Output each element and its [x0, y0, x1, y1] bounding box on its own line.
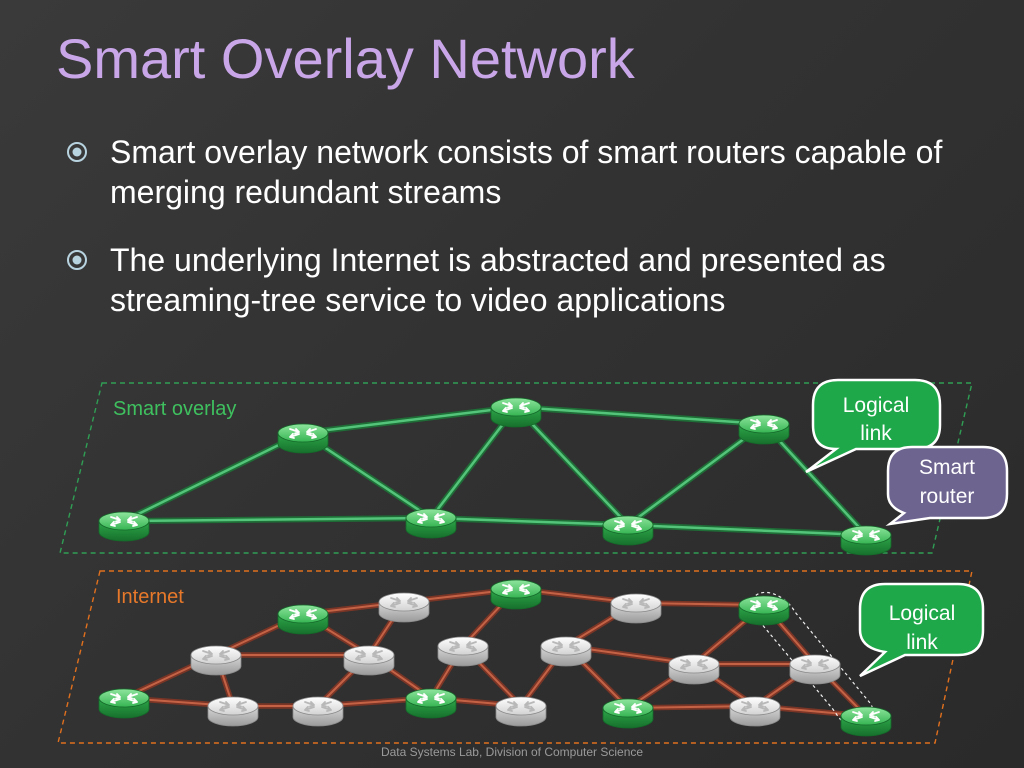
smart-router-icon	[738, 414, 790, 445]
callout-text-line-2: router	[920, 485, 975, 508]
smart-router-icon	[490, 579, 542, 610]
callout-logical-link-bottom: Logical link	[858, 582, 985, 678]
bullet-text: Smart overlay network consists of smart …	[110, 134, 943, 210]
router-icon	[668, 654, 720, 685]
smart-router-icon	[277, 423, 329, 454]
bullet-circle-icon	[67, 142, 87, 162]
smart-router-icon	[405, 508, 457, 539]
router-icon	[292, 696, 344, 727]
routers	[98, 397, 892, 737]
bullet-item: Smart overlay network consists of smart …	[66, 132, 976, 212]
callout-smart-router: Smart router	[885, 445, 1009, 526]
callout-text-line-1: Logical	[889, 602, 956, 625]
router-icon	[610, 593, 662, 624]
callout-text-line-1: Smart	[919, 456, 975, 479]
smart-router-icon	[602, 698, 654, 729]
smart-router-icon	[277, 604, 329, 635]
bullet-item: The underlying Internet is abstracted an…	[66, 240, 976, 320]
smart-router-icon	[405, 688, 457, 719]
bullet-text: The underlying Internet is abstracted an…	[110, 242, 886, 318]
router-icon	[437, 636, 489, 667]
smart-router-icon	[490, 397, 542, 428]
router-icon	[207, 696, 259, 727]
smart-router-icon	[602, 515, 654, 546]
smart-router-icon	[840, 525, 892, 556]
smart-router-icon	[98, 688, 150, 719]
callout-text-line-2: link	[906, 631, 938, 654]
callout-text-line-2: link	[860, 422, 892, 445]
router-icon	[789, 654, 841, 685]
smart-router-icon	[98, 511, 150, 542]
smart-router-icon	[738, 595, 790, 626]
router-icon	[540, 636, 592, 667]
slide-title: Smart Overlay Network	[56, 27, 635, 90]
router-icon	[729, 696, 781, 727]
callout-text-line-1: Logical	[843, 394, 910, 417]
footer: Data Systems Lab, Division of Computer S…	[380, 745, 644, 759]
internet-plane	[57, 570, 973, 744]
overlay-plane	[59, 382, 973, 554]
internet-label: Internet	[116, 586, 184, 608]
bullet-circle-icon	[67, 250, 87, 270]
router-icon	[378, 592, 430, 623]
router-icon	[190, 645, 242, 676]
router-icon	[343, 645, 395, 676]
overlay-label: Smart overlay	[113, 398, 236, 420]
router-icon	[495, 696, 547, 727]
smart-router-icon	[840, 706, 892, 737]
